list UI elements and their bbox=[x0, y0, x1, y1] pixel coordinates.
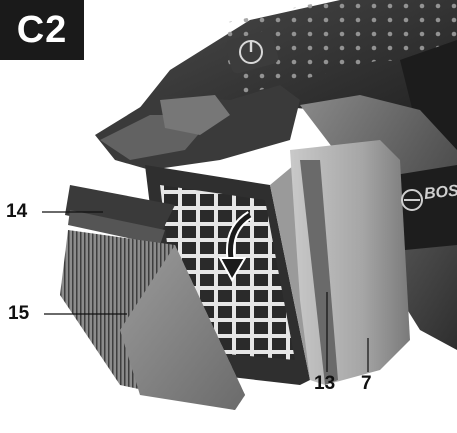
callout-13: 13 bbox=[314, 373, 336, 394]
leader-lines bbox=[42, 211, 369, 372]
bosch-logo-icon bbox=[401, 189, 423, 211]
rotation-arrow-icon bbox=[218, 211, 253, 283]
power-button-icon bbox=[225, 30, 279, 74]
spout bbox=[95, 85, 300, 170]
removed-filter bbox=[60, 185, 245, 410]
callout-14: 14 bbox=[6, 201, 28, 222]
figure-label: C2 bbox=[0, 0, 84, 60]
callout-7: 7 bbox=[361, 373, 372, 394]
dust-container bbox=[290, 140, 410, 385]
callout-15: 15 bbox=[8, 303, 30, 324]
